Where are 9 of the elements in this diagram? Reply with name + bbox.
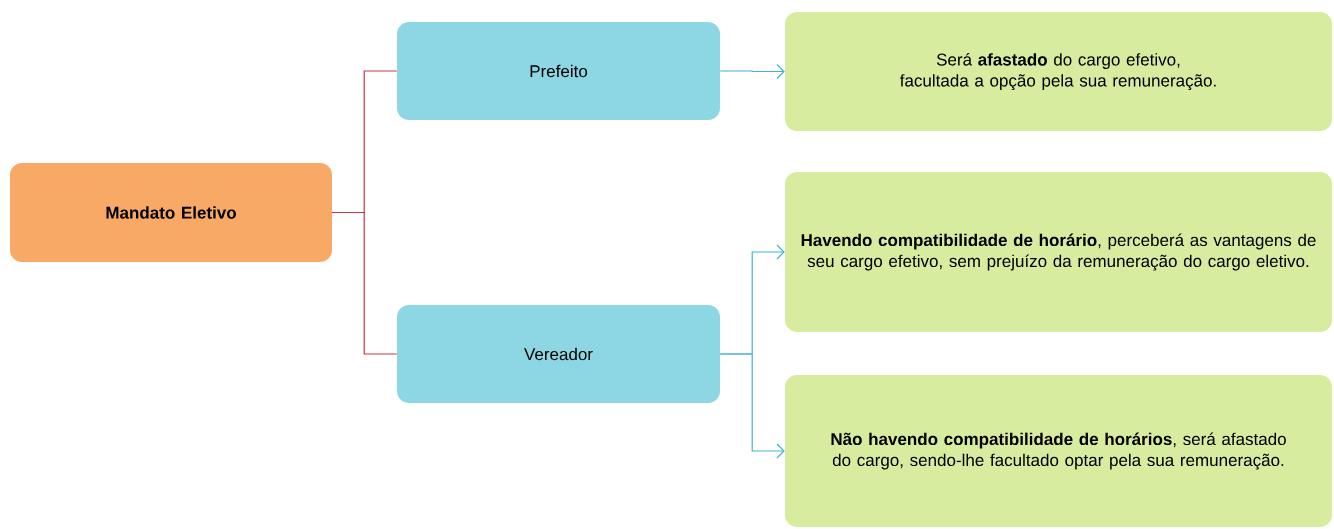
connector (719, 353, 785, 459)
connector (719, 63, 785, 80)
branch-box: Vereador (397, 305, 720, 403)
note-box: Havendo compatibilidade de horário, perceberá as vantagens de seu cargo efetivo, sem prejuízo da remuneração do cargo eletivo. (785, 172, 1332, 332)
note-box: Não havendo compatibilidade de horários, será afastado do cargo, sendo-lhe facultado optar pela sua remuneração. (785, 375, 1332, 527)
root-box: Mandato Eletivo (10, 163, 332, 262)
branch-box: Prefeito (397, 22, 720, 120)
connector (331, 211, 398, 355)
note-box: Será afastado do cargo efetivo, facultada a opção pela sua remuneração. (785, 12, 1332, 131)
